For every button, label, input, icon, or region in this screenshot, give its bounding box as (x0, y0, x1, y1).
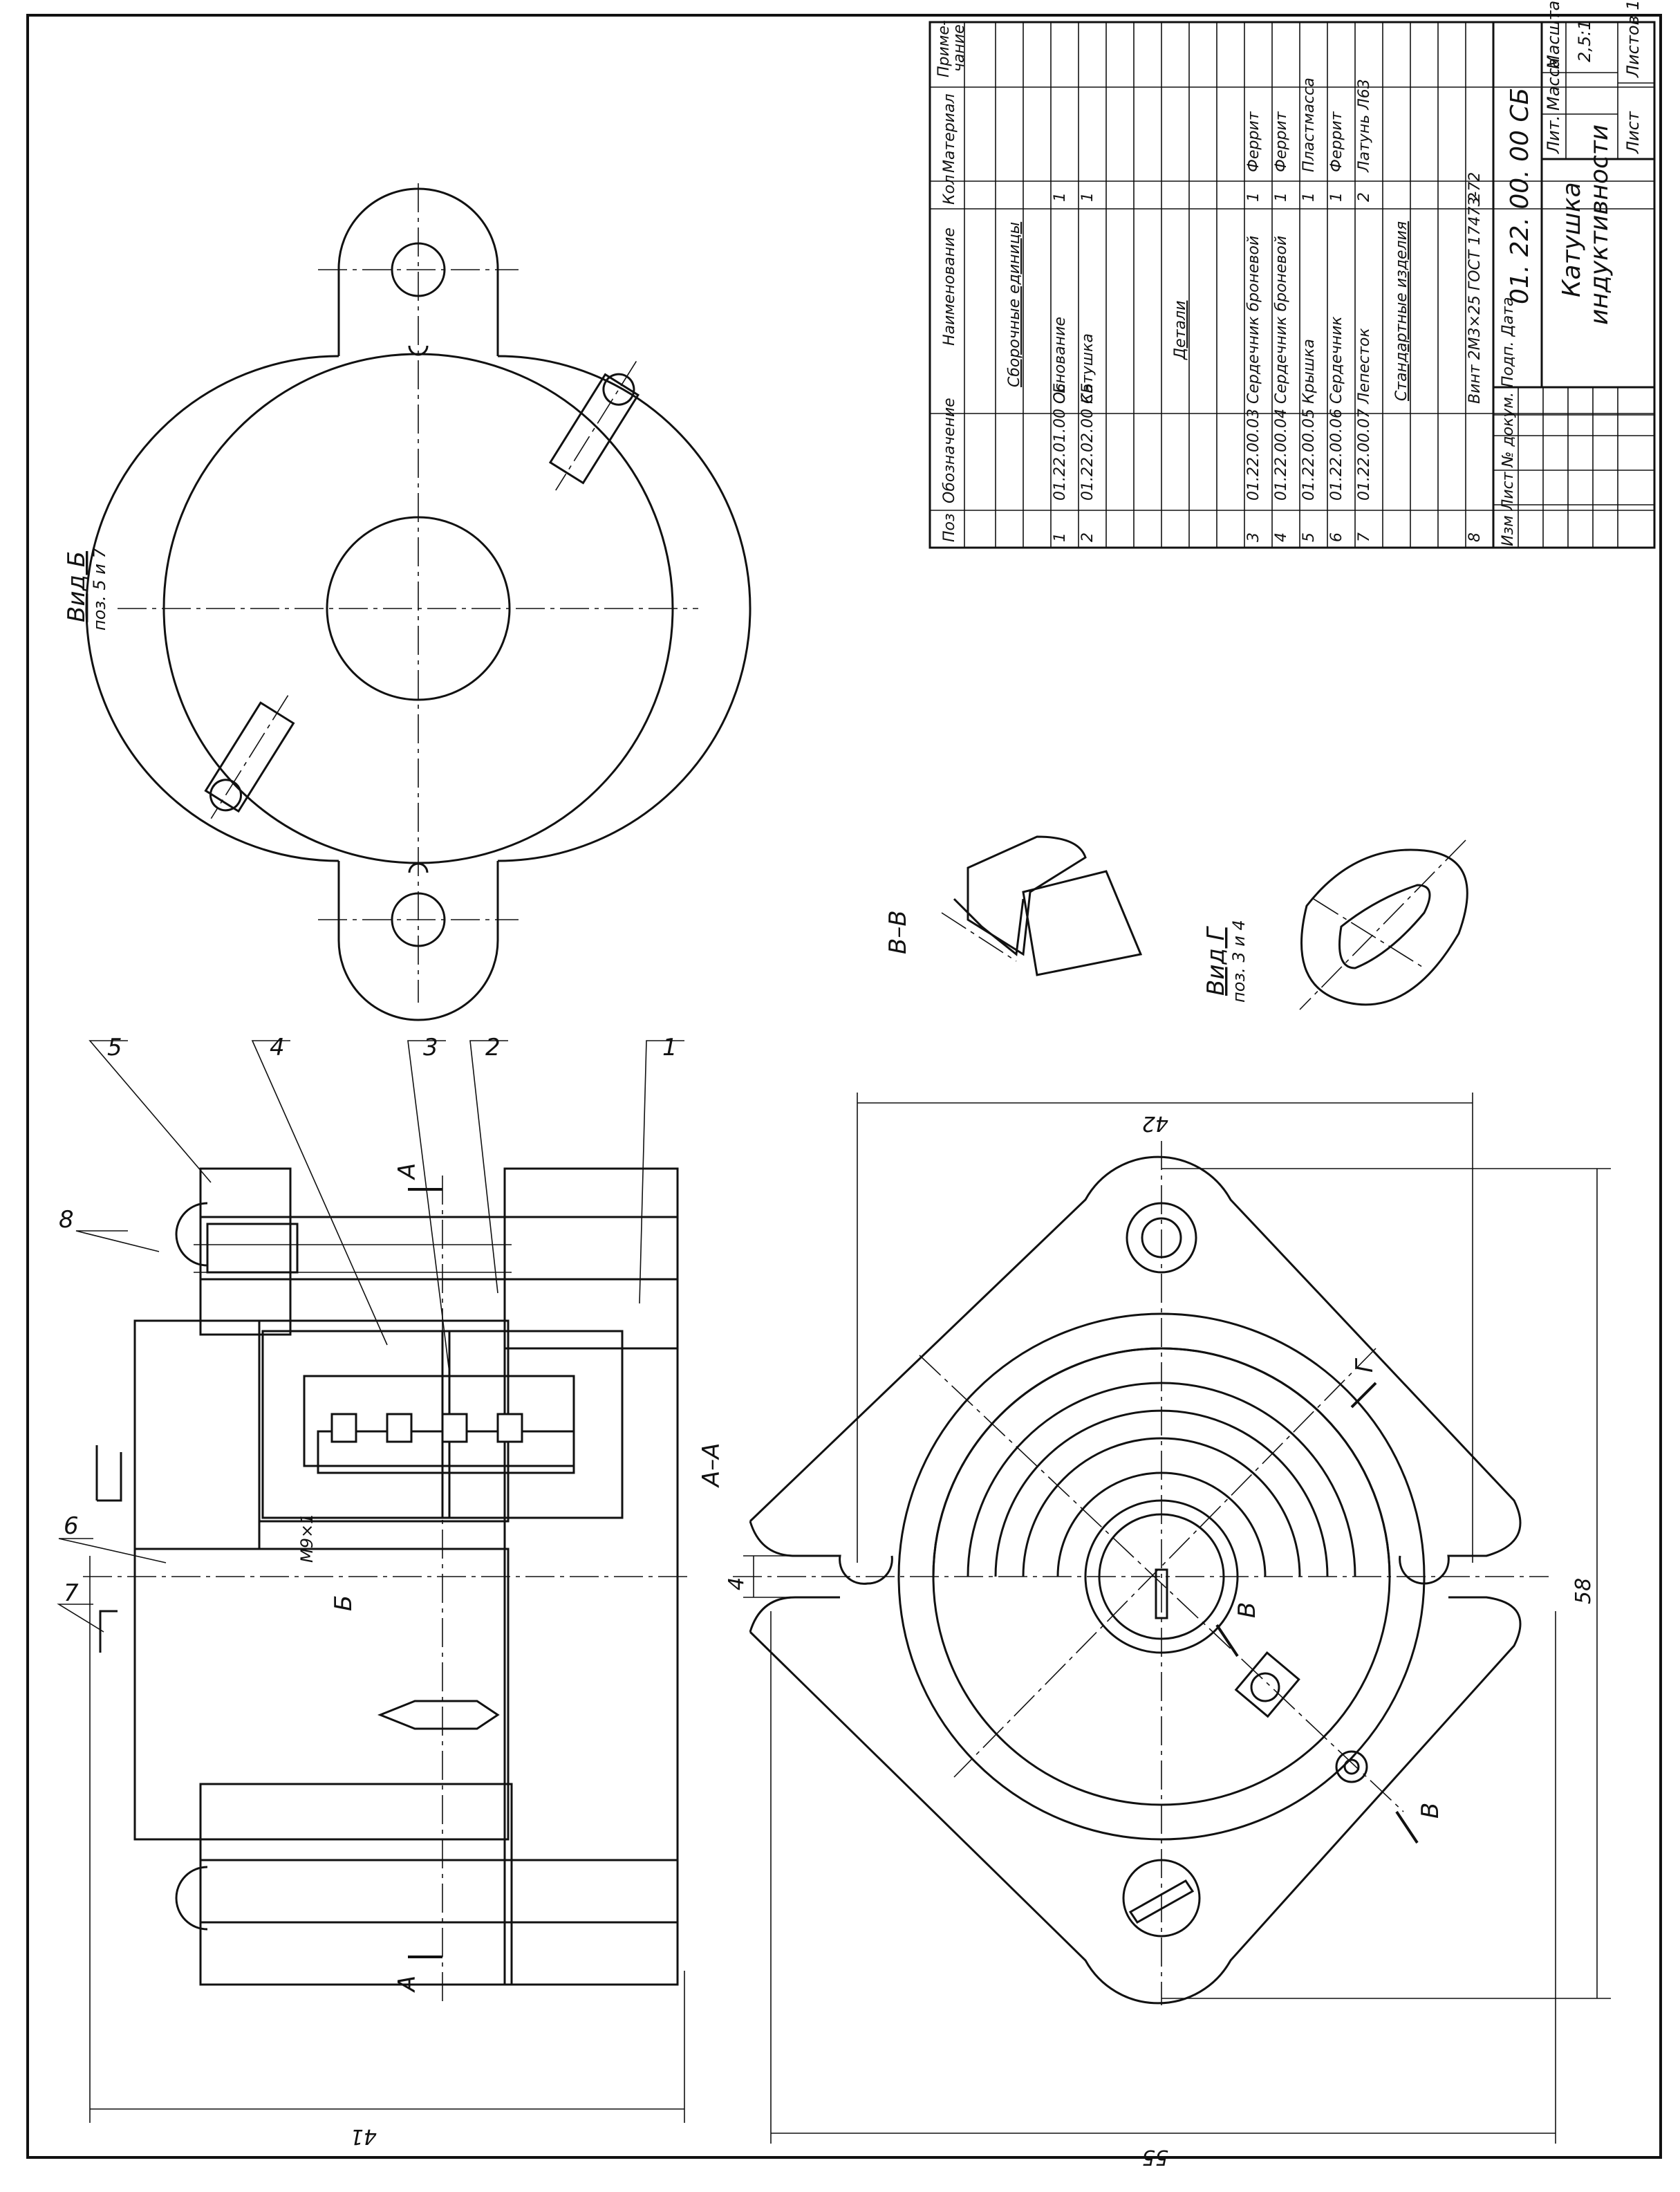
doc-number: 01. 22. 00. 00 СБ (1506, 88, 1534, 304)
mark-v-top: В (1233, 1602, 1261, 1618)
dim-41: 41 (89, 1556, 685, 2148)
bom-cell-designation: 01.22.00.03 (1245, 409, 1262, 501)
bom-header-name: Наименование (941, 227, 958, 346)
dim-4-label: 4 (725, 1577, 749, 1590)
bom-header-designation: Обозначение (941, 398, 958, 503)
mark-b: Б (330, 1595, 357, 1611)
bom-cell-name: Лепесток (1356, 328, 1373, 405)
tb-lit: Лит. (1544, 115, 1563, 154)
bom-section-assemblies: Сборочные единицы (1006, 222, 1023, 387)
bom-cell-name: Крышка (1300, 339, 1318, 404)
view-g-subtitle: поз. 3 и 4 (1229, 920, 1249, 1003)
dim-55-label: 55 (1142, 2145, 1168, 2169)
bom-cell-name: Основание (1052, 317, 1069, 404)
bom-cell-designation: 01.22.00.04 (1273, 409, 1290, 501)
tb-sheet: Лист (1623, 111, 1643, 154)
bom-header-pos: Поз (941, 513, 958, 542)
bom-table (928, 21, 1656, 549)
bom-cell-pos: 2 (1079, 532, 1096, 542)
bom-cell-qty: 1 (1052, 192, 1069, 202)
front-view: Г В В (733, 1141, 1549, 2005)
bom-cell-material: Пластмасса (1300, 77, 1318, 172)
dim-42-label: 42 (1142, 1111, 1168, 1135)
bom-cell-designation: 01.22.00.07 (1356, 409, 1373, 501)
tb-scale-label: Масштаб (1544, 0, 1563, 69)
bom-cell-qty: 1 (1300, 192, 1318, 202)
tb-mass: Масса (1544, 57, 1563, 111)
bom-cell-qty: 1 (1079, 192, 1096, 202)
section-aa-label: А–А (698, 1442, 725, 1488)
bom-cell-designation: 01.22.01.00 СБ (1052, 383, 1069, 501)
bom-cell-pos: 5 (1300, 532, 1318, 542)
callout-2: 2 (485, 1034, 501, 1061)
section-vv-label: В–В (884, 910, 912, 954)
tb-revision-columns: Изм Лист № докум. Подп. Дата (1500, 297, 1517, 546)
tb-scale: 2,5:1 (1575, 19, 1594, 62)
bom-cell-name: Катушка (1079, 333, 1096, 404)
bom-cell-pos: 4 (1273, 532, 1290, 542)
section-marks-a: А А Б М9×1 (297, 1163, 442, 1993)
callouts: 1 2 3 4 5 6 7 8 (57, 1034, 684, 1633)
sheet-frame (26, 14, 1662, 2159)
bom-cell-pos: 7 (1356, 532, 1373, 542)
bom-cell-designation: 01.22.00.05 (1300, 409, 1318, 501)
callout-7: 7 (64, 1579, 79, 1607)
bom-header-note-2: чание (951, 24, 968, 72)
bom-cell-qty: 1 (1273, 192, 1290, 202)
bom-cell-material: Феррит (1273, 111, 1290, 172)
bom-cell-name: Сердечник (1328, 316, 1345, 404)
mark-a-bottom: А (393, 1976, 421, 1993)
bom-section-details: Детали (1172, 301, 1189, 360)
section-aa: А–А (83, 1167, 725, 2005)
dim-4: 4 (725, 1555, 795, 1598)
bom-cell-qty: 1 (1245, 192, 1262, 202)
title-line-2: индуктивности (1585, 124, 1614, 325)
view-b-subtitle: поз. 5 и 7 (90, 547, 109, 631)
title-line-1: Катушка (1558, 182, 1586, 297)
view-g: Вид Г поз. 3 и 4 (1202, 839, 1468, 1010)
bom-cell-pos: 6 (1328, 532, 1345, 542)
dim-55: 55 (770, 1611, 1556, 2169)
bom-cell-name: Винт 2М3×25 ГОСТ 17473-72 (1466, 172, 1484, 404)
view-b: Вид Б поз. 5 и 7 (63, 183, 752, 1021)
bom-cell-pos: 3 (1245, 532, 1262, 542)
callout-6: 6 (64, 1512, 79, 1540)
bom-cell-designation: 01.22.00.06 (1328, 409, 1345, 501)
bom-header-qty: Кол (941, 175, 958, 205)
mark-g: Г (1351, 1357, 1379, 1373)
callout-3: 3 (423, 1034, 438, 1061)
dim-42: 42 (857, 1093, 1473, 1563)
bom-cell-designation: 01.22.02.00 СБ (1079, 383, 1096, 501)
bom-header-material: Материал (941, 93, 958, 173)
callout-8: 8 (59, 1206, 74, 1234)
bom-cell-qty: 2 (1466, 192, 1484, 202)
bom-cell-pos: 8 (1466, 532, 1484, 542)
callout-5: 5 (107, 1034, 122, 1061)
view-g-title: Вид Г (1202, 925, 1230, 996)
section-vv: В–В (884, 835, 1143, 976)
thread-label: М9×1 (297, 1514, 317, 1563)
callout-4: 4 (270, 1034, 285, 1061)
bom-header-note: Приме- (935, 20, 953, 77)
title-block: 01. 22. 00. 00 СБ Катушка индуктивности … (1492, 0, 1656, 549)
callout-1: 1 (662, 1034, 678, 1061)
dim-41-label: 41 (351, 2124, 377, 2148)
bom-section-standard: Стандартные изделия (1393, 221, 1410, 401)
bom-cell-qty: 2 (1356, 192, 1373, 202)
bom-cell-material: Феррит (1328, 111, 1345, 172)
bom-cell-material: Феррит (1245, 111, 1262, 172)
bom-cell-name: Сердечник броневой (1245, 236, 1262, 404)
bom-cell-name: Сердечник броневой (1273, 236, 1290, 404)
bom-cell-qty: 1 (1328, 192, 1345, 202)
dim-58: 58 (1161, 1168, 1611, 1999)
bom-cell-pos: 1 (1052, 532, 1069, 542)
bom-cell-material: Латунь Л63 (1356, 79, 1373, 173)
bom-text: Поз Обозначение Наименование Кол Материа… (935, 20, 1484, 542)
mark-v-bottom: В (1417, 1803, 1444, 1819)
tb-sheets: Листов 1 (1623, 0, 1643, 78)
mark-a-top: А (393, 1163, 421, 1180)
dim-58-label: 58 (1571, 1578, 1596, 1604)
